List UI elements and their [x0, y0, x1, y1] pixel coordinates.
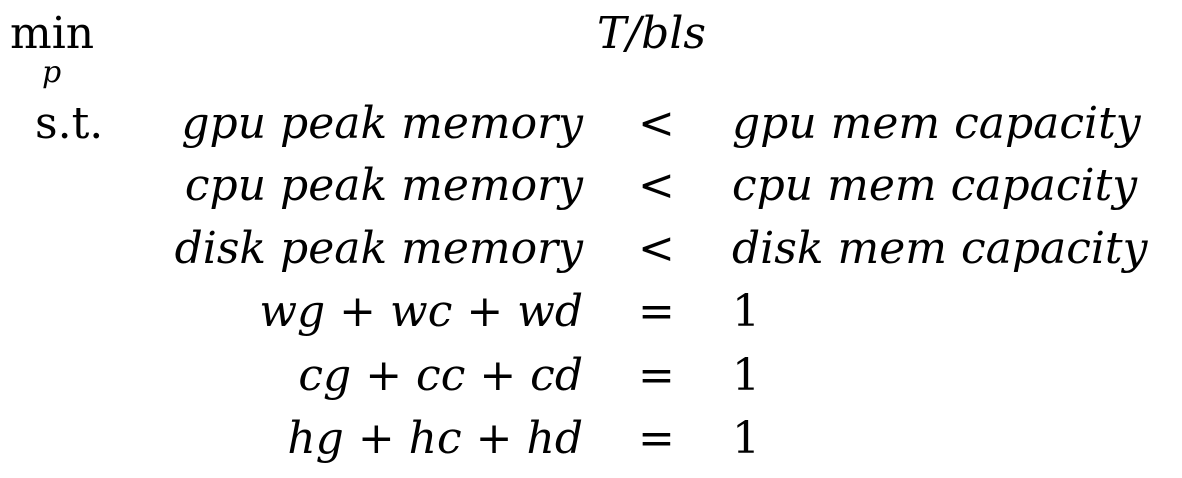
constraint-lhs-hidden: hg + hc + hd [287, 413, 583, 464]
constraint-relation-hidden: = [638, 413, 675, 464]
constraint-relation-weights: = [638, 286, 675, 337]
constraint-rhs-cpu: cpu mem capacity [732, 160, 1138, 211]
min-operator: min [10, 8, 95, 59]
constraint-rhs-disk: disk mem capacity [732, 223, 1148, 274]
constraint-relation-cpu: < [638, 160, 675, 211]
constraint-relation-disk: < [638, 223, 675, 274]
constraint-rhs-weights: 1 [732, 286, 760, 337]
constraint-lhs-disk: disk peak memory [174, 223, 583, 274]
constraint-lhs-cache: cg + cc + cd [298, 350, 583, 401]
constraint-relation-cache: = [638, 350, 675, 401]
constraint-lhs-cpu: cpu peak memory [184, 160, 583, 211]
constraint-rhs-hidden: 1 [732, 413, 760, 464]
constraint-rhs-gpu: gpu mem capacity [732, 98, 1141, 149]
min-subscript: p [42, 55, 62, 90]
objective-expression: T/bls [597, 8, 706, 59]
constraint-relation-gpu: < [638, 98, 675, 149]
constraint-lhs-weights: wg + wc + wd [259, 286, 583, 337]
subject-to-label: s.t. [35, 98, 104, 149]
constraint-lhs-gpu: gpu peak memory [181, 98, 583, 149]
constraint-rhs-cache: 1 [732, 350, 760, 401]
